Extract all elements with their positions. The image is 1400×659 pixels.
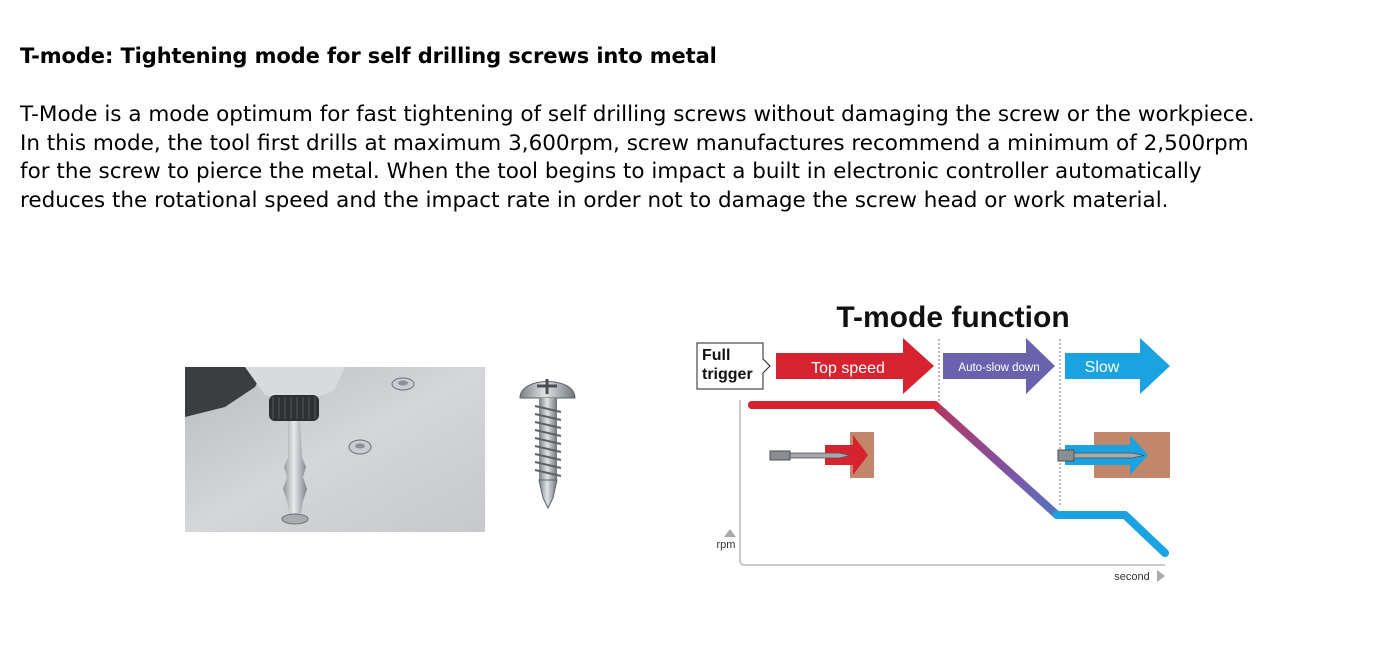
paragraph-line: reduces the rotational speed and the imp…: [20, 187, 1169, 213]
top-speed-arrow: [776, 338, 934, 394]
top-speed-label: Top speed: [811, 360, 885, 377]
axes: [739, 400, 1165, 566]
screw-drilling-icon: [769, 450, 851, 461]
paragraph-line: In this mode, the tool first drills at m…: [20, 130, 1249, 156]
self-drilling-screw-image: [519, 379, 576, 510]
chuck: [269, 395, 319, 421]
dark-shadow: [185, 367, 265, 417]
speed-curve: [748, 401, 1169, 557]
y-axis-label: rpm: [717, 539, 736, 551]
paragraph-line: for the screw to pierce the metal. When …: [20, 159, 1202, 184]
trigger-label-line2: trigger: [702, 366, 753, 383]
trigger-callout: [696, 342, 771, 390]
paragraph-line: T-Mode is a mode optimum for fast tighte…: [20, 102, 1255, 127]
t-mode-function-diagram: T-mode function Full trigger Top speed A…: [696, 301, 1170, 583]
auto-slow-label: Auto-slow down: [958, 362, 1039, 374]
diagram-title: T-mode function: [836, 301, 1069, 334]
second-arrow-icon: [1157, 570, 1165, 582]
slow-label: Slow: [1085, 359, 1120, 376]
rpm-arrow-icon: [724, 529, 736, 537]
drill-on-metal-photo: [185, 367, 485, 532]
article-heading: T-mode: Tightening mode for self drillin…: [20, 44, 717, 68]
trigger-label-line1: Full: [702, 347, 730, 364]
article-paragraph: T-Mode is a mode optimum for fast tighte…: [20, 101, 1380, 215]
auto-slow-arrow: [943, 338, 1055, 394]
screw-tightening-icon: [1057, 449, 1145, 462]
x-axis-label: second: [1114, 571, 1149, 583]
slow-arrow: [1065, 338, 1170, 394]
